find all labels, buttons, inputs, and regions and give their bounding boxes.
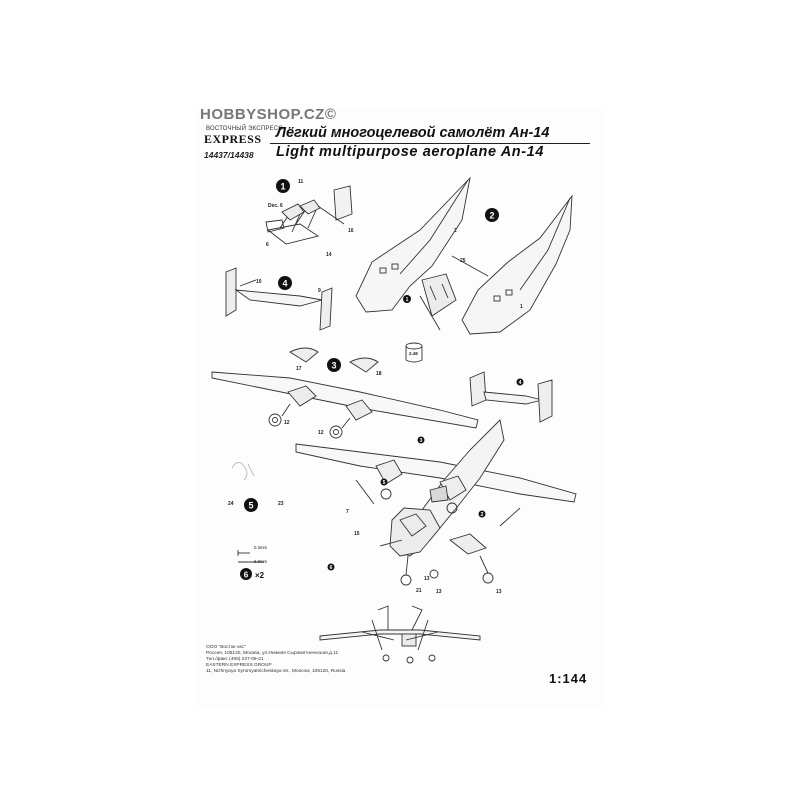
manufacturer-address: ООО "Восток-экс" Россия, 105120, Москва,… xyxy=(206,645,346,674)
part-label: 12 xyxy=(318,430,324,436)
step-5-number: 5 xyxy=(248,501,253,511)
assembled-aircraft-drawing xyxy=(295,419,577,586)
scale-label: 1:144 xyxy=(549,671,588,686)
title-russian: Лёгкий многоцелевой самолёт Ан-14 xyxy=(276,125,550,141)
decal-label: Dec. 6 xyxy=(268,203,283,209)
part-label: 9 xyxy=(318,288,321,294)
step-1-number: 1 xyxy=(280,182,285,192)
product-code: 14437/14438 xyxy=(204,150,254,160)
part-label: 13 xyxy=(436,589,442,595)
step-2-number: 2 xyxy=(489,211,494,221)
part-label: 15 xyxy=(354,531,360,537)
part-label: 13 xyxy=(496,589,502,595)
part-label: 24 xyxy=(228,501,234,507)
tail-unit-drawing xyxy=(469,371,553,423)
part-label: 2 xyxy=(454,228,457,234)
part-label: 18 xyxy=(376,371,382,377)
wing-assembly-drawing xyxy=(211,347,479,439)
part-label: 14 xyxy=(326,252,332,258)
step-6-reference: 6 xyxy=(330,565,333,571)
step-4-reference: 4 xyxy=(519,380,522,386)
propeller-drawing xyxy=(231,462,255,481)
part-label: 10 xyxy=(256,279,262,285)
part-label: 17 xyxy=(296,366,302,372)
brand-tagline: ВОСТОЧНЫЙ ЭКСПРЕСС xyxy=(206,126,283,132)
part-label: 25 xyxy=(460,258,466,264)
dimension-thickness: 0.3mm xyxy=(254,545,268,550)
step-1-reference: 1 xyxy=(406,297,409,303)
part-label: 16 xyxy=(348,228,354,234)
step-5-reference: 5 xyxy=(383,480,386,486)
watermark: HOBBYSHOP.CZ© xyxy=(200,106,337,123)
part-label: 11 xyxy=(298,179,304,185)
part-label: 13 xyxy=(424,576,430,582)
part-label: 1 xyxy=(520,304,523,310)
brand-logo: EXPRESS xyxy=(204,132,262,146)
step-6-number: 6 xyxy=(244,571,249,580)
part-label: 12 xyxy=(284,420,290,426)
paint-can-icon xyxy=(405,342,423,363)
title-english: Light multipurpose aeroplane An-14 xyxy=(276,144,544,160)
step-3-number: 3 xyxy=(331,361,336,371)
tailplane-drawing xyxy=(225,267,333,331)
part-label: 7 xyxy=(346,509,349,515)
dimension-length: 6.0mm xyxy=(254,559,268,564)
step-6-multiplier: ×2 xyxy=(255,571,265,580)
paint-code: 2.48 xyxy=(409,351,418,356)
title-divider xyxy=(270,143,590,144)
front-view-drawing xyxy=(319,605,481,664)
part-label: 21 xyxy=(416,588,422,594)
part-label: 23 xyxy=(278,501,284,507)
seat-assembly-drawing xyxy=(265,185,353,245)
step-4-number: 4 xyxy=(282,279,287,289)
part-label: 6 xyxy=(266,242,269,248)
antenna-drawing xyxy=(237,550,264,563)
fuselage-halves-drawing xyxy=(355,176,573,335)
step-3-reference: 3 xyxy=(420,438,423,444)
step-2-reference: 2 xyxy=(481,512,484,518)
step-markers: 1 2 3 4 5 6 ×2 1 4 3 2 5 6 xyxy=(240,179,524,580)
